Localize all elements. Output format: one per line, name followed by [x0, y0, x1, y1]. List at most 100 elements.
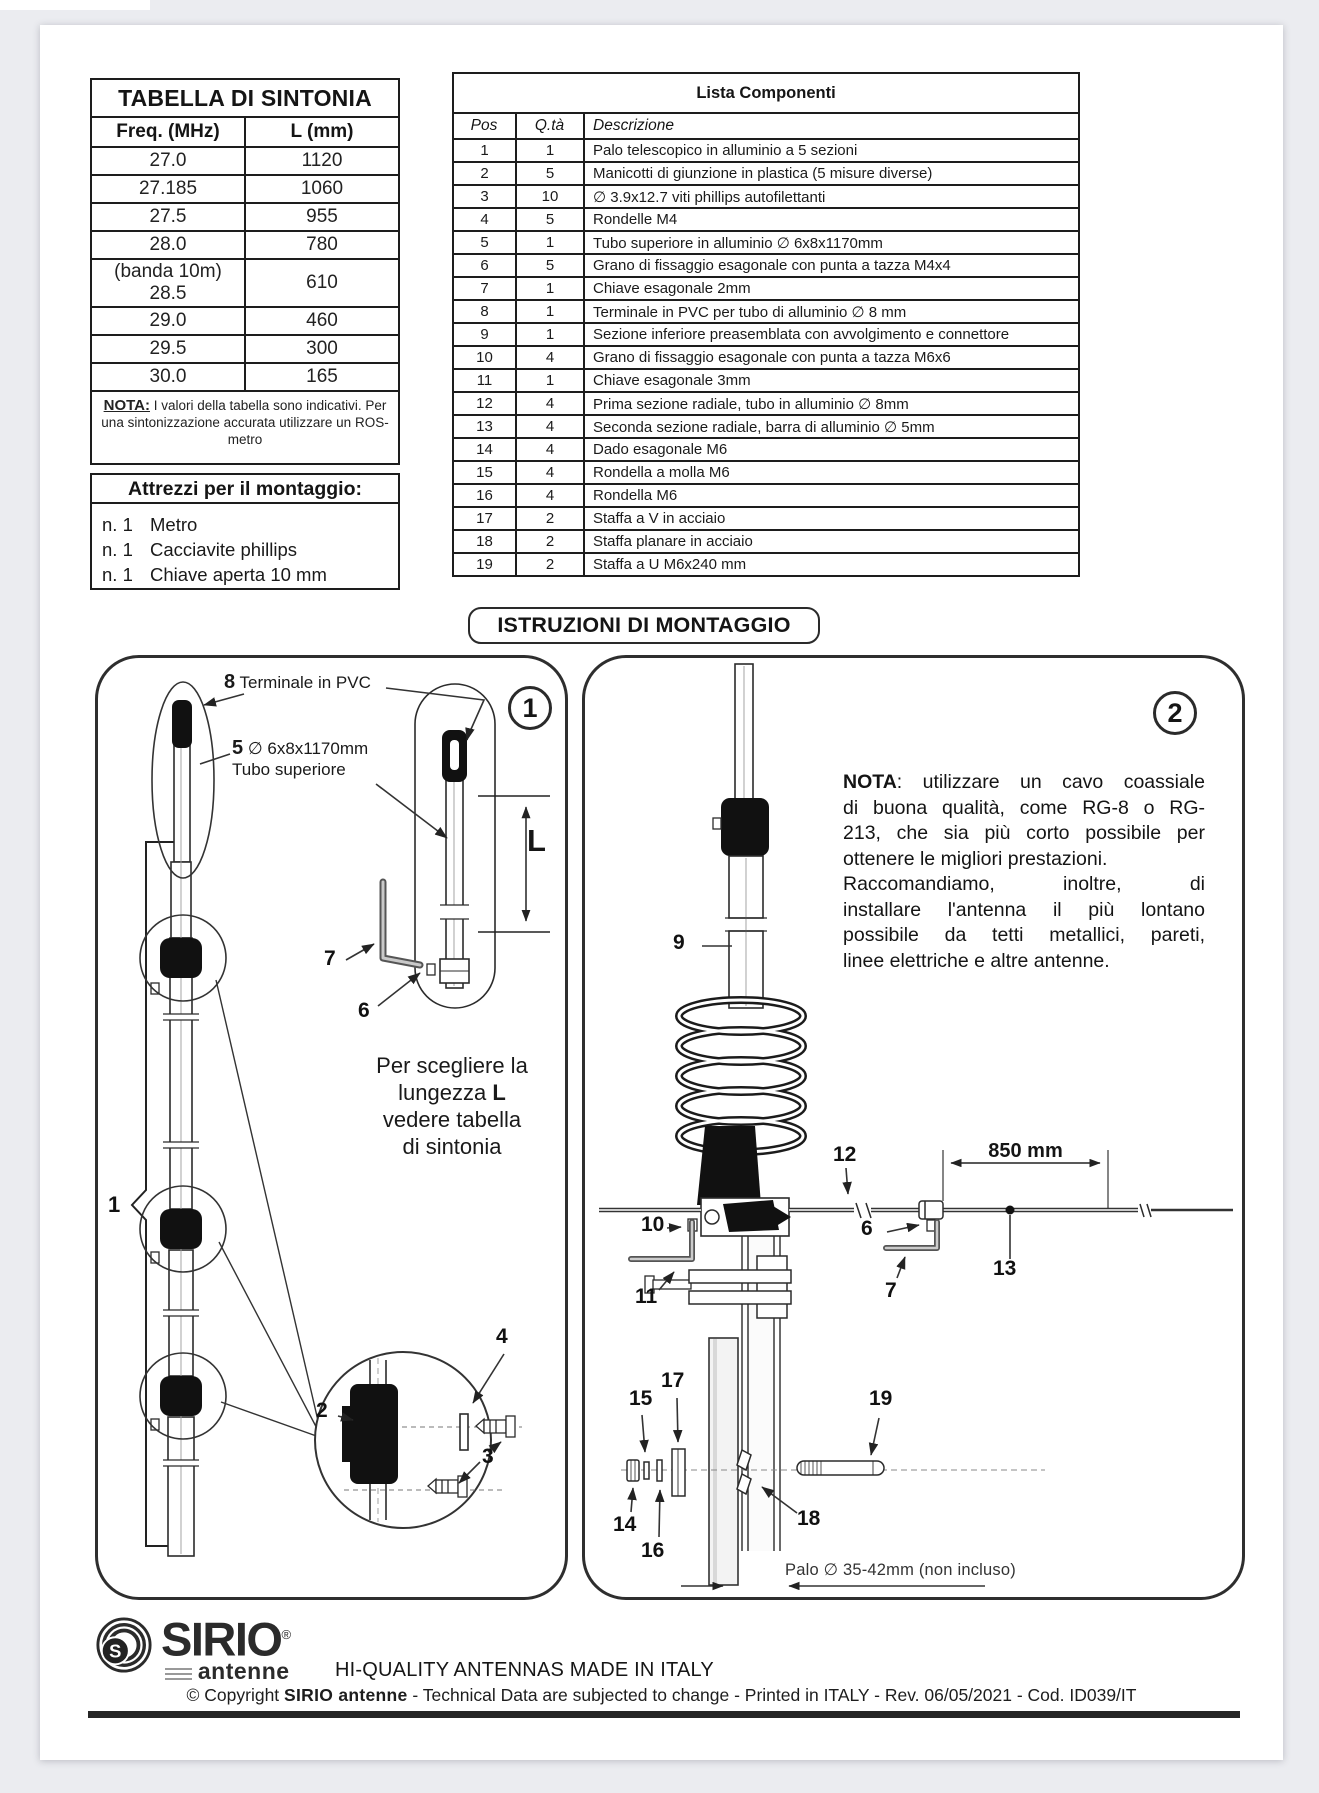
table-row: n. 1 Cacciavite phillips	[102, 537, 327, 562]
tool-qty-cell: n. 1	[102, 564, 133, 585]
part-label-6: 6	[358, 999, 370, 1022]
desc-cell: Chiave esagonale 3mm	[583, 368, 1080, 393]
length-cell: 165	[244, 362, 400, 392]
part-label-19: 19	[869, 1387, 893, 1410]
tool-qty-cell: n. 1	[102, 514, 133, 535]
qty-cell: 2	[515, 506, 585, 531]
qty-cell: 2	[515, 552, 585, 577]
qty-cell: 4	[515, 437, 585, 462]
length-cell: 780	[244, 230, 400, 260]
upper-tube-detail	[414, 683, 496, 1009]
pos-cell: 17	[452, 506, 517, 531]
step-1-badge: 1	[508, 686, 552, 730]
base-detail-content	[342, 1358, 522, 1522]
assembly-diagram-2: 2 NOTA: utilizzare un cavo coassiale di …	[582, 655, 1245, 1600]
qty-cell: 4	[515, 414, 585, 439]
qty-cell: 1	[515, 299, 585, 324]
sleeve-detail-circle	[139, 1352, 227, 1440]
telescopic-mast	[150, 700, 202, 1557]
desc-cell: Staffa planare in acciaio	[583, 529, 1080, 554]
junction-sleeve	[160, 938, 202, 978]
sleeve-detail-circle	[139, 914, 227, 1002]
tools-box-title: Attrezzi per il montaggio:	[92, 475, 398, 504]
flat-washer	[656, 1459, 663, 1482]
pos-cell: 4	[452, 207, 517, 232]
junction-sleeve	[721, 798, 769, 856]
coax-note: NOTA: utilizzare un cavo coassiale di bu…	[843, 771, 1205, 972]
grub-screw	[426, 963, 436, 976]
freq-cell: 30.0	[90, 362, 246, 392]
pos-cell: 19	[452, 552, 517, 577]
grub-screw	[926, 1219, 936, 1232]
length-cell: 1120	[244, 146, 400, 176]
qty-cell: 5	[515, 161, 585, 186]
tuning-table-title: TABELLA DI SINTONIA	[90, 78, 400, 118]
brand-name: SIRIO®	[161, 1612, 291, 1666]
qty-cell: 4	[515, 460, 585, 485]
desc-cell: Chiave esagonale 2mm	[583, 276, 1080, 301]
components-table-title: Lista Componenti	[452, 72, 1080, 114]
radial-dimension-label: 850 mm	[988, 1140, 1063, 1162]
phillips-screw	[475, 1415, 516, 1438]
part-label-12: 12	[833, 1143, 857, 1166]
part-label-7: 7	[324, 947, 336, 970]
tool-name-cell: Chiave aperta 10 mm	[150, 564, 327, 585]
lower-antenna-section	[712, 663, 769, 1009]
document-page: TABELLA DI SINTONIA Freq. (MHz) L (mm) 2…	[40, 25, 1283, 1760]
hex-nut	[626, 1459, 640, 1482]
qty-cell: 1	[515, 138, 585, 163]
qty-cell: 1	[515, 368, 585, 393]
desc-cell: Terminale in PVC per tubo di alluminio ∅…	[583, 299, 1080, 324]
length-cell: 1060	[244, 174, 400, 204]
length-symbol: L	[527, 823, 546, 858]
tuning-reference-note: Per scegliere la lungezza L vedere tabel…	[376, 1053, 528, 1159]
part-label-9: 9	[673, 931, 685, 954]
tool-qty-cell: n. 1	[102, 539, 133, 560]
freq-column-header: Freq. (MHz)	[90, 116, 246, 148]
pos-cell: 14	[452, 437, 517, 462]
mounting-hardware	[621, 1448, 1045, 1497]
tuning-note-label: NOTA:	[103, 397, 150, 414]
length-dimension	[478, 795, 550, 933]
mast-bracket-assembly	[644, 1255, 792, 1319]
pos-cell: 9	[452, 322, 517, 347]
pos-cell: 8	[452, 299, 517, 324]
sleeve-detail-circle	[139, 1185, 227, 1273]
step-2-badge: 2	[1153, 691, 1197, 735]
hex-key	[628, 1219, 940, 1262]
qty-cell: 4	[515, 391, 585, 416]
freq-cell: 27.5	[90, 202, 246, 232]
sirio-logo: S SIRIO® antenne	[95, 1612, 291, 1685]
desc-cell: Rondelle M4	[583, 207, 1080, 232]
pos-cell: 7	[452, 276, 517, 301]
tip-detail-oval	[151, 681, 215, 879]
pos-cell: 13	[452, 414, 517, 439]
radial-dimension	[942, 1150, 1109, 1208]
desc-cell: Tubo superiore in alluminio ∅ 6x8x1170mm	[583, 230, 1080, 255]
leader-arrows	[199, 687, 505, 1484]
pos-cell: 10	[452, 345, 517, 370]
qty-cell: 10	[515, 184, 585, 209]
tool-name-cell: Cacciavite phillips	[150, 539, 298, 560]
